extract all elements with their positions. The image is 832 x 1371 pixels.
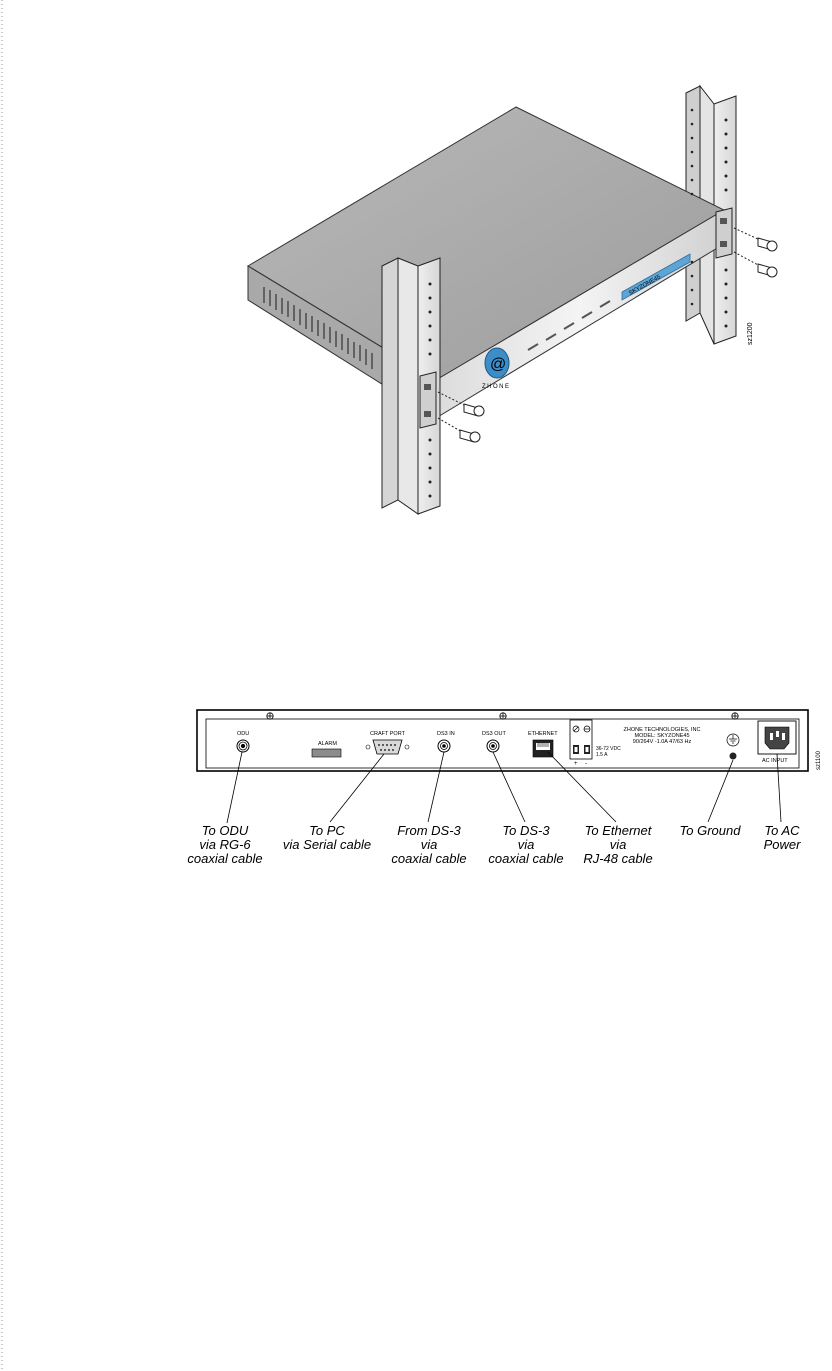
ds3-out-port-label: DS3 OUT [482,731,506,737]
odu-connector-icon [236,739,250,753]
front-status-leds [527,300,611,351]
right-mounting-ear [715,207,733,259]
callout-line: To Ground [679,823,741,838]
callout-line: From DS-3 [397,823,461,838]
callout-line: via Serial cable [282,837,372,852]
callout-line: To DS-3 [502,823,550,838]
craft-port-db9-icon [365,739,410,755]
alarm-port-label: ALARM [318,741,337,747]
callout-line: coaxial cable [488,851,564,866]
side-vents [263,287,373,369]
rail-holes [428,108,728,498]
rear-figure-id: sz1100 [816,750,822,770]
callout-line: coaxial cable [187,851,263,866]
ds3-in-port-label: DS3 IN [437,731,455,737]
zhone-logo: @ ZHONE [482,347,511,390]
callout-line: coaxial cable [391,851,467,866]
page-margin-dots [0,0,6,1371]
ethernet-rj48-jack-icon [532,739,554,758]
rear-panel-figure: ODU ALARM CRAFT PORT DS3 IN DS3 OUT [196,709,822,772]
zhone-logo-text: ZHONE [482,384,511,390]
manufacturer-line-2: MODEL: SKYZONE45 [634,733,689,739]
callout-line: via [609,837,627,852]
front-figure-id: sz1200 [747,322,754,345]
callout-line: To PC [309,823,345,838]
dc-rating-current: 1.5 A [596,752,608,758]
ac-input-connector-icon [757,720,797,755]
callout-line: via RG-6 [199,837,251,852]
callout-ds3-to: To DS-3 via coaxial cable [479,824,573,866]
dc-polarity-minus: - [585,761,587,767]
left-screws [437,391,485,443]
top-panel-screws [266,712,739,720]
callout-line: To ODU [201,823,249,838]
callout-line: via [420,837,438,852]
callout-ds3-from: From DS-3 via coaxial cable [382,824,476,866]
callout-leader-lines [226,751,782,824]
odu-port-label: ODU [237,731,249,737]
ground-stud-icon [729,752,737,760]
manufacturer-line-1: ZHONE TECHNOLOGIES, INC [624,727,701,733]
left-mounting-ear [419,371,437,429]
dc-polarity-plus: + [574,761,578,767]
ac-input-label: AC INPUT [762,758,788,764]
callout-line: RJ-48 cable [583,851,653,866]
callout-ac: To AC Power [752,824,812,852]
callout-ground: To Ground [670,824,750,838]
callout-line: To AC [764,823,800,838]
callout-pc: To PC via Serial cable [272,824,382,852]
craft-port-label: CRAFT PORT [370,731,406,737]
dc-power-terminal-block [569,719,593,760]
ethernet-port-label: ETHERNET [528,731,558,737]
callout-line: via [517,837,535,852]
manufacturer-line-3: 90/264V -1.0A 47/63 Hz [633,739,692,745]
right-screws [733,227,778,278]
callout-line: Power [763,837,801,852]
dc-rating-voltage: 36-72 VDC [596,746,621,752]
callout-odu: To ODU via RG-6 coaxial cable [180,824,270,866]
callout-ethernet: To Ethernet via RJ-48 cable [572,824,664,866]
front-left-rack-rail [381,257,441,515]
ground-symbol-icon [726,733,740,747]
zhone-logo-glyph: @ [490,356,506,373]
alarm-terminal-block [311,748,342,758]
callout-line: To Ethernet [584,823,652,838]
rear-panel-outline [196,709,809,772]
